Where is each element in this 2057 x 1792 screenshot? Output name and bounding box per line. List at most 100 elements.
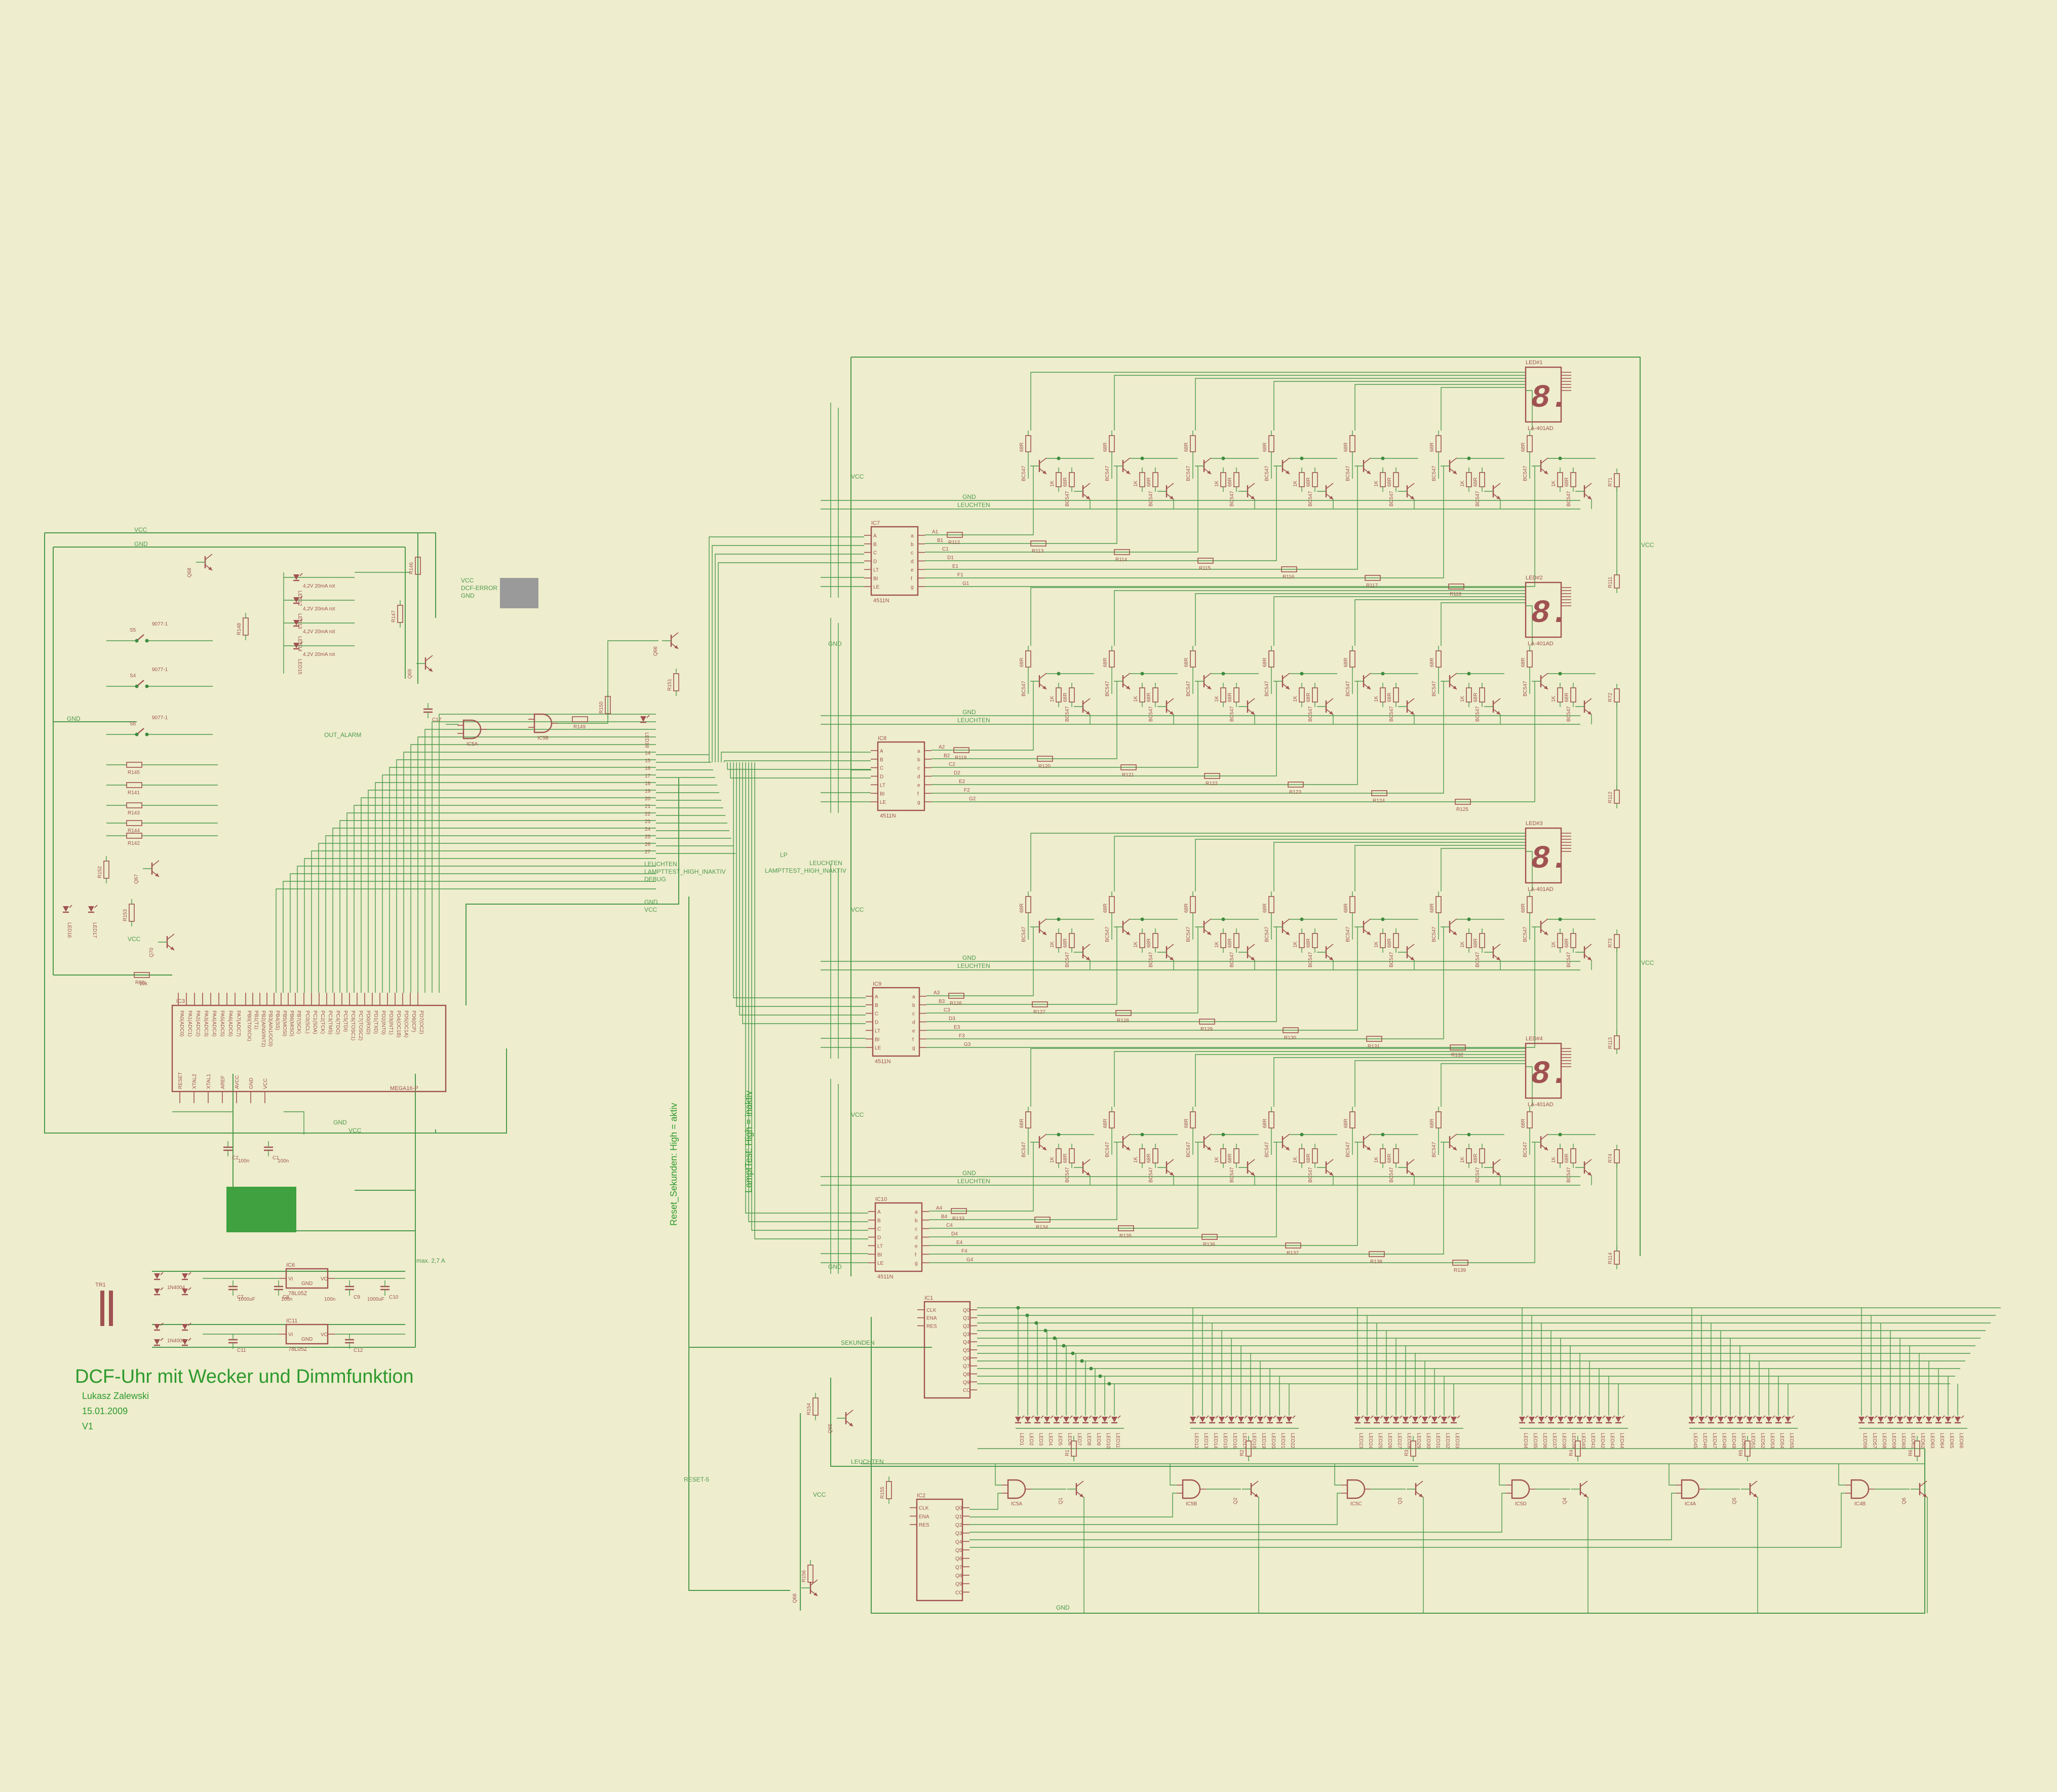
transistor-label: BC547	[1523, 465, 1528, 481]
ic-pin-label: e	[915, 1243, 918, 1249]
resistor-symbol: 1K	[1050, 468, 1062, 492]
resistor-symbol: 68R	[1306, 928, 1318, 953]
resistor-body	[126, 802, 142, 808]
cap-label: C11	[237, 1348, 246, 1353]
resistor-label: 68R	[1184, 443, 1189, 452]
resistor-symbol: R152	[97, 856, 109, 883]
led-label: LED45	[1692, 1433, 1698, 1449]
resistor-label: 68R	[1019, 658, 1025, 667]
mcu-pin-label: PB3(AIN1/OC0)	[267, 1010, 273, 1046]
led-symbol: LED20	[1267, 1415, 1276, 1449]
resistor-label: R115	[1199, 566, 1211, 571]
transistor-symbol: BC547	[1148, 698, 1174, 722]
ic-pin-label: VO	[321, 1276, 328, 1282]
bcd-input-line	[745, 762, 868, 1214]
ic-pin-label: RES	[919, 1523, 929, 1528]
resistor-label: R150	[599, 702, 604, 714]
junction-dot	[1221, 1133, 1225, 1137]
led-triangle	[1586, 1417, 1593, 1422]
led-ray	[1612, 1415, 1615, 1419]
net-gnd-d1: GND	[828, 640, 842, 647]
resistor-symbol: R125	[1455, 799, 1471, 812]
power-jack-box	[226, 1187, 296, 1232]
resistor-body	[1220, 1148, 1226, 1163]
transistor-label: BC547	[1021, 465, 1027, 481]
ic-pin-label: VO	[321, 1332, 328, 1338]
resistor-symbol: 68R	[1473, 683, 1485, 707]
resistor-symbol: R71	[1608, 469, 1620, 492]
resistor-label: R151	[667, 679, 673, 691]
led-symbol: LED31	[1431, 1415, 1441, 1449]
resistor-symbol: 68R	[1227, 928, 1239, 953]
ic-pin-label: a	[911, 533, 914, 539]
resistor-symbol: 1K	[1293, 928, 1305, 953]
resistor-body	[397, 605, 403, 623]
cap-label: C10	[389, 1295, 399, 1300]
led-symbol: LED16	[1228, 1415, 1238, 1449]
resistor-symbol: 1K	[1133, 468, 1145, 492]
resistor-label: 68R	[1063, 939, 1068, 948]
led-symbol: LED60	[1897, 1415, 1907, 1449]
gate-label: IC4B	[1854, 1501, 1866, 1507]
transistor-collector	[1082, 1159, 1091, 1165]
transistor-label: BC547	[1065, 706, 1070, 722]
resistor-symbol: R146	[409, 552, 421, 579]
led-triangle	[1422, 1417, 1428, 1422]
resistor-symbol: 68R	[1564, 1144, 1576, 1168]
transistor-arrow	[208, 567, 212, 570]
wire-bus	[106, 372, 2001, 1613]
led-ray	[1361, 1415, 1364, 1419]
mcu-bus-line	[339, 820, 656, 993]
resistor-body	[1380, 472, 1386, 487]
led-symbol: LED40	[1577, 1415, 1586, 1449]
resistor-symbol: 68R	[1564, 928, 1576, 953]
led-triangle	[88, 906, 94, 912]
mcu-bus-line	[403, 752, 656, 993]
resistor-symbol: 68R	[1564, 468, 1576, 492]
resistor-label: R136	[1203, 1242, 1215, 1248]
mcu-bus-line	[354, 805, 656, 993]
transistor-symbol: Q68	[187, 554, 213, 577]
led-label: LED3	[1038, 1433, 1043, 1446]
resistor-symbol: R60	[134, 972, 150, 986]
resistor-symbol: 1K	[1050, 1144, 1062, 1168]
resistor-label: 68R	[1227, 939, 1233, 948]
resistor-body	[1299, 472, 1305, 487]
rail-label: LEUCHTEN	[957, 501, 990, 509]
resistor-body	[1152, 472, 1158, 487]
counter-to-gate	[969, 1493, 1676, 1540]
resistor-label: R149	[573, 724, 586, 730]
ic-pin-label: C	[873, 551, 877, 556]
resistor-symbol: 68R	[1063, 928, 1075, 953]
decoder-output	[926, 927, 1444, 1039]
led-label: LED64	[1939, 1433, 1945, 1449]
transistor-arrow	[1042, 1147, 1046, 1150]
resistor-label: R113	[1608, 1037, 1613, 1049]
cap-value: 100n	[324, 1297, 335, 1302]
segment-bus-line	[1441, 387, 1526, 431]
led-symbol: LED3	[1034, 1415, 1044, 1446]
led-triangle	[1248, 1417, 1254, 1422]
resistor-body	[1614, 1149, 1620, 1163]
resistor-symbol: R118	[1448, 583, 1464, 597]
resistor-body	[951, 1208, 967, 1214]
junction-dot	[1140, 672, 1144, 676]
transistor-label: Q5	[1732, 1497, 1737, 1504]
resistor-body	[1479, 472, 1485, 487]
transistor-label: BC547	[1105, 465, 1110, 481]
transistor-collector	[1326, 698, 1334, 705]
mcu-pin-label: PB2(AIN0/INT2)	[260, 1010, 266, 1047]
transistor-arrow	[1544, 686, 1548, 689]
transistor-label: BC547	[1264, 681, 1270, 696]
ic-pin-label: d	[917, 774, 920, 780]
led-label: LED62	[1920, 1433, 1925, 1449]
transistor-label: BC547	[1264, 1142, 1270, 1157]
junction-dot	[1062, 1344, 1066, 1348]
led-ray	[1781, 1415, 1785, 1419]
transistor-arrow	[1544, 1147, 1548, 1150]
ic-name: IC1	[924, 1295, 933, 1301]
ic-pin-label: f	[912, 1037, 914, 1042]
led-triangle	[1199, 1417, 1206, 1422]
